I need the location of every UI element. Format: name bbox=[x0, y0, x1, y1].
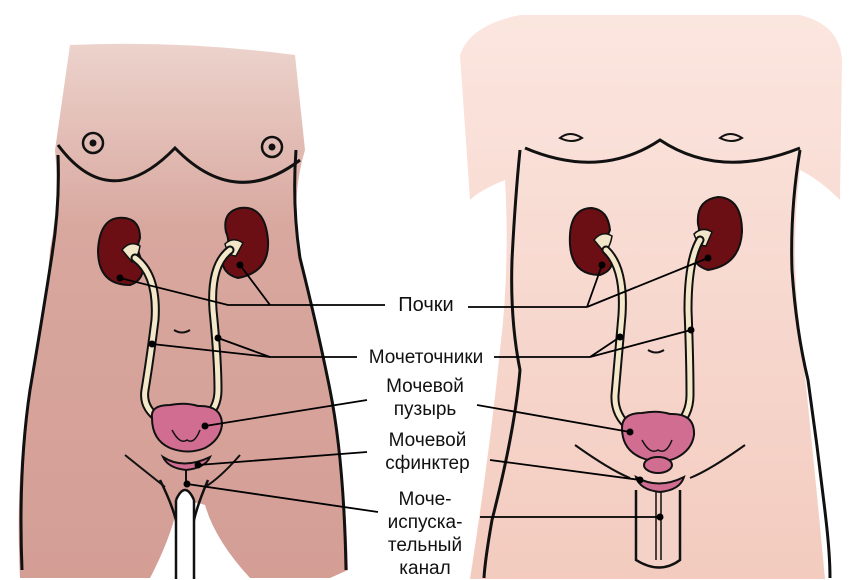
label-urethra-line2: испуска- bbox=[375, 511, 475, 534]
label-sphincter-line2: сфинктер bbox=[365, 452, 490, 475]
label-urethra-line4: канал bbox=[375, 557, 475, 580]
label-sphincter: Мочевой сфинктер bbox=[365, 429, 490, 475]
label-bladder: Мочевой пузырь bbox=[370, 375, 480, 421]
label-kidneys-text: Почки bbox=[398, 294, 453, 316]
label-bladder-line2: пузырь bbox=[370, 398, 480, 421]
label-ureters: Мочеточники bbox=[356, 346, 496, 369]
male-figure bbox=[460, 15, 842, 579]
label-ureters-text: Мочеточники bbox=[369, 347, 484, 368]
label-kidneys: Почки bbox=[386, 294, 466, 317]
label-urethra-line1: Моче- bbox=[375, 488, 475, 511]
male-bladder bbox=[622, 412, 694, 462]
label-sphincter-line1: Мочевой bbox=[365, 429, 490, 452]
female-figure bbox=[19, 44, 348, 579]
label-urethra-line3: тельный bbox=[375, 534, 475, 557]
label-bladder-line1: Мочевой bbox=[370, 375, 480, 398]
female-bladder bbox=[152, 404, 222, 452]
label-urethra: Моче- испуска- тельный канал bbox=[375, 488, 475, 580]
